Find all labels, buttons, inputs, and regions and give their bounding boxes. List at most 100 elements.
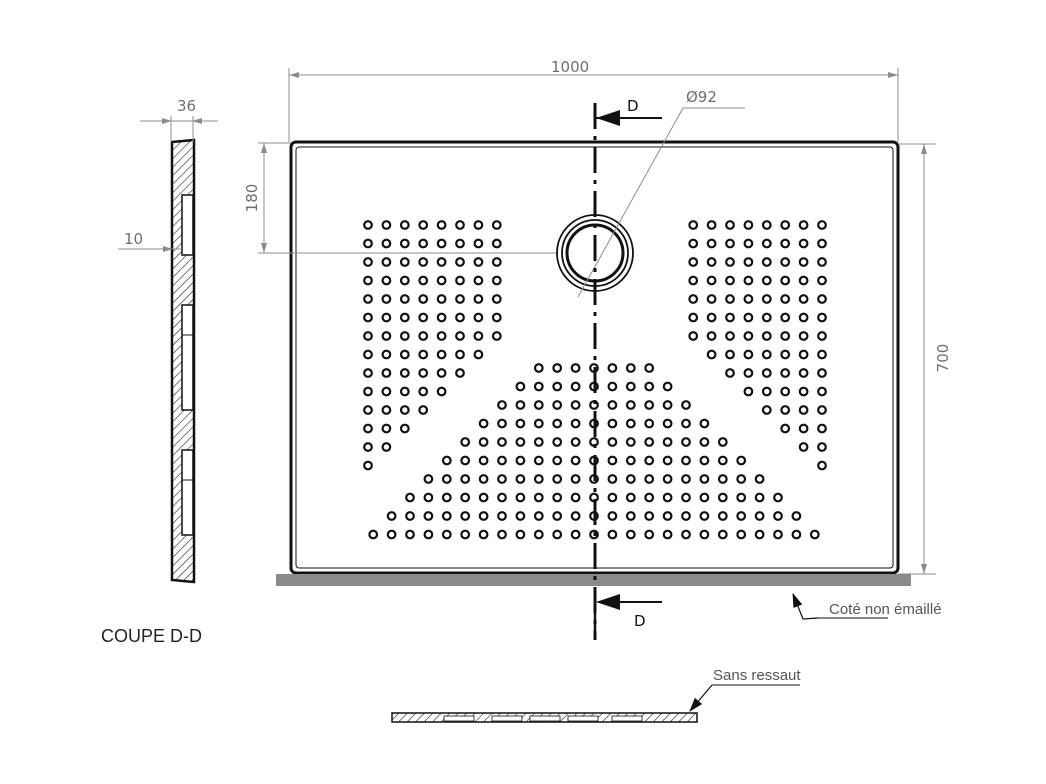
- drain-hole: [405, 511, 415, 521]
- drain-hole: [533, 437, 544, 447]
- drain-hole: [743, 349, 754, 360]
- drain-hole: [607, 381, 618, 392]
- drain-hole: [761, 220, 772, 230]
- drain-hole: [436, 312, 447, 323]
- drain-hole: [363, 294, 373, 304]
- drain-hole: [491, 331, 502, 341]
- drain-hole: [625, 492, 636, 503]
- drain-hole: [552, 437, 563, 447]
- drain-hole: [399, 349, 410, 360]
- drain-hole: [418, 386, 429, 397]
- drain-hole: [386, 529, 397, 540]
- drain-hole: [780, 368, 791, 378]
- drain-hole: [817, 294, 827, 304]
- drain-hole: [418, 275, 429, 286]
- drain-hole: [754, 474, 765, 484]
- drain-hole: [460, 511, 471, 521]
- drain-hole: [773, 529, 783, 540]
- drain-hole: [717, 437, 728, 447]
- drain-hole: [399, 275, 410, 286]
- drain-hole: [436, 275, 447, 286]
- drain-hole: [436, 331, 447, 341]
- drain-hole: [381, 405, 392, 415]
- drain-hole: [725, 312, 735, 323]
- drain-hole: [662, 492, 673, 503]
- drain-hole: [473, 331, 484, 341]
- drain-hole: [515, 474, 526, 484]
- unglazed-side-label: Coté non émaillé: [829, 601, 942, 618]
- drain-hole: [418, 368, 429, 378]
- drain-hole: [381, 294, 392, 304]
- drain-hole: [817, 442, 827, 452]
- drain-hole: [798, 405, 809, 415]
- drain-hole: [478, 529, 489, 540]
- drain-hole: [644, 437, 655, 447]
- drain-hole: [743, 368, 754, 378]
- drain-hole: [725, 294, 735, 304]
- drain-hole: [798, 349, 809, 360]
- drain-hole: [773, 511, 783, 521]
- drain-hole: [625, 529, 636, 540]
- side-section-view: 36 10 COUPE D-D: [101, 97, 218, 646]
- drain-hole: [363, 220, 373, 230]
- drain-hole: [798, 386, 809, 397]
- drain-hole: [725, 349, 735, 360]
- thickness-dimension: 36: [177, 97, 196, 115]
- drain-hole: [436, 294, 447, 304]
- drain-hole: [363, 257, 373, 267]
- drain-hole: [607, 492, 618, 503]
- drain-hole: [798, 368, 809, 378]
- drain-hole: [552, 455, 563, 466]
- drain-hole: [699, 511, 710, 521]
- drain-hole: [455, 238, 465, 249]
- drain-hole: [473, 220, 484, 230]
- drain-hole: [817, 312, 827, 323]
- drain-hole: [725, 275, 735, 286]
- drain-hole: [681, 418, 691, 429]
- drain-hole: [780, 386, 791, 397]
- drain-hole: [699, 437, 710, 447]
- drain-hole: [681, 529, 691, 540]
- drain-hole: [780, 312, 791, 323]
- drain-hole: [644, 400, 655, 410]
- drain-hole: [570, 363, 581, 373]
- drain-hole: [817, 238, 827, 249]
- drain-hole: [625, 474, 636, 484]
- drain-offset-dimension: 180: [243, 184, 261, 213]
- drain-hole: [491, 312, 502, 323]
- drain-hole: [754, 529, 765, 540]
- drain-hole: [817, 386, 827, 397]
- drain-hole: [478, 492, 489, 503]
- drain-hole: [515, 400, 526, 410]
- drain-hole: [717, 511, 728, 521]
- drain-hole: [491, 275, 502, 286]
- drain-hole: [780, 331, 791, 341]
- drain-hole: [625, 455, 636, 466]
- drain-hole: [706, 349, 717, 360]
- drain-hole: [418, 312, 429, 323]
- drain-hole: [473, 349, 484, 360]
- drain-hole: [455, 368, 465, 378]
- drain-hole: [798, 312, 809, 323]
- drain-hole: [644, 363, 655, 373]
- drain-hole: [399, 386, 410, 397]
- drain-hole: [761, 275, 772, 286]
- drain-hole: [780, 423, 791, 434]
- drain-hole: [688, 331, 699, 341]
- drain-hole: [688, 257, 699, 267]
- drain-hole: [743, 294, 754, 304]
- drain-hole: [441, 474, 452, 484]
- drain-hole: [743, 331, 754, 341]
- drain-hole: [381, 349, 392, 360]
- drain-hole: [460, 437, 471, 447]
- drain-hole: [552, 363, 563, 373]
- drain-hole: [681, 437, 691, 447]
- drain-hole: [681, 511, 691, 521]
- drain-hole: [478, 418, 489, 429]
- drain-hole: [552, 511, 563, 521]
- drain-hole: [399, 238, 410, 249]
- drain-hole: [381, 442, 392, 452]
- drain-hole: [736, 492, 747, 503]
- drain-hole: [780, 294, 791, 304]
- drain-hole: [441, 511, 452, 521]
